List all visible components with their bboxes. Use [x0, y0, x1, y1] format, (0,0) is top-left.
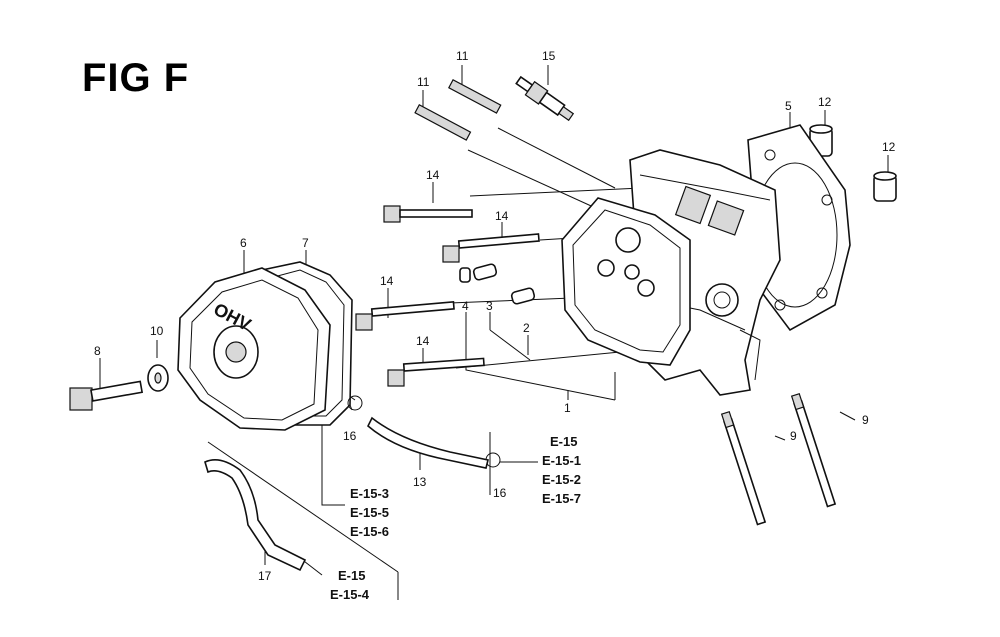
cover-bolt [69, 380, 144, 411]
reference-label: E-15-6 [350, 524, 389, 539]
callout-labels: 11 15 11 5 12 12 14 14 14 14 6 7 4 3 2 1… [94, 49, 896, 583]
flange-bolt [355, 205, 540, 387]
reference-label: E-15-5 [350, 505, 389, 520]
washer [147, 364, 169, 392]
reference-label: E-15-7 [542, 491, 581, 506]
callout: 8 [94, 344, 101, 358]
callout: 7 [302, 236, 309, 250]
hose-clip [347, 395, 501, 468]
callout: 14 [416, 334, 430, 348]
figure-title: FIG F [82, 56, 190, 100]
breather-tube [204, 459, 307, 572]
stud-bolt-upper [414, 78, 502, 141]
callout: 11 [417, 75, 430, 89]
callout: 11 [456, 49, 469, 63]
reference-label: E-15 [550, 434, 577, 449]
callout: 12 [818, 95, 832, 109]
dowel-pin [809, 124, 897, 202]
valve-cover-seat [561, 197, 691, 366]
stud-bolt-lower [720, 392, 837, 526]
callout: 6 [240, 236, 247, 250]
reference-label: E-15 [338, 568, 365, 583]
spark-plug [515, 75, 575, 122]
pin-set [459, 263, 536, 305]
callout: 4 [462, 299, 469, 313]
callout: 16 [343, 429, 357, 443]
callout: 1 [564, 401, 571, 415]
callout: 14 [495, 209, 509, 223]
breather-hose [367, 416, 489, 469]
callout: 9 [790, 429, 797, 443]
callout: 9 [862, 413, 869, 427]
callout: 14 [380, 274, 394, 288]
callout: 16 [493, 486, 507, 500]
callout: 13 [413, 475, 427, 489]
callout: 14 [426, 168, 440, 182]
callout: 12 [882, 140, 896, 154]
head-cover: OHV [177, 267, 331, 431]
callout: 3 [486, 299, 493, 313]
reference-label: E-15-1 [542, 453, 581, 468]
reference-label: E-15-4 [330, 587, 370, 602]
reference-label: E-15-2 [542, 472, 581, 487]
reference-label: E-15-3 [350, 486, 389, 501]
callout: 2 [523, 321, 530, 335]
callout: 15 [542, 49, 556, 63]
callout: 5 [785, 99, 792, 113]
callout: 10 [150, 324, 164, 338]
callout: 17 [258, 569, 272, 583]
reference-labels: E-15 E-15-1 E-15-2 E-15-7 E-15-3 E-15-5 … [330, 434, 581, 602]
